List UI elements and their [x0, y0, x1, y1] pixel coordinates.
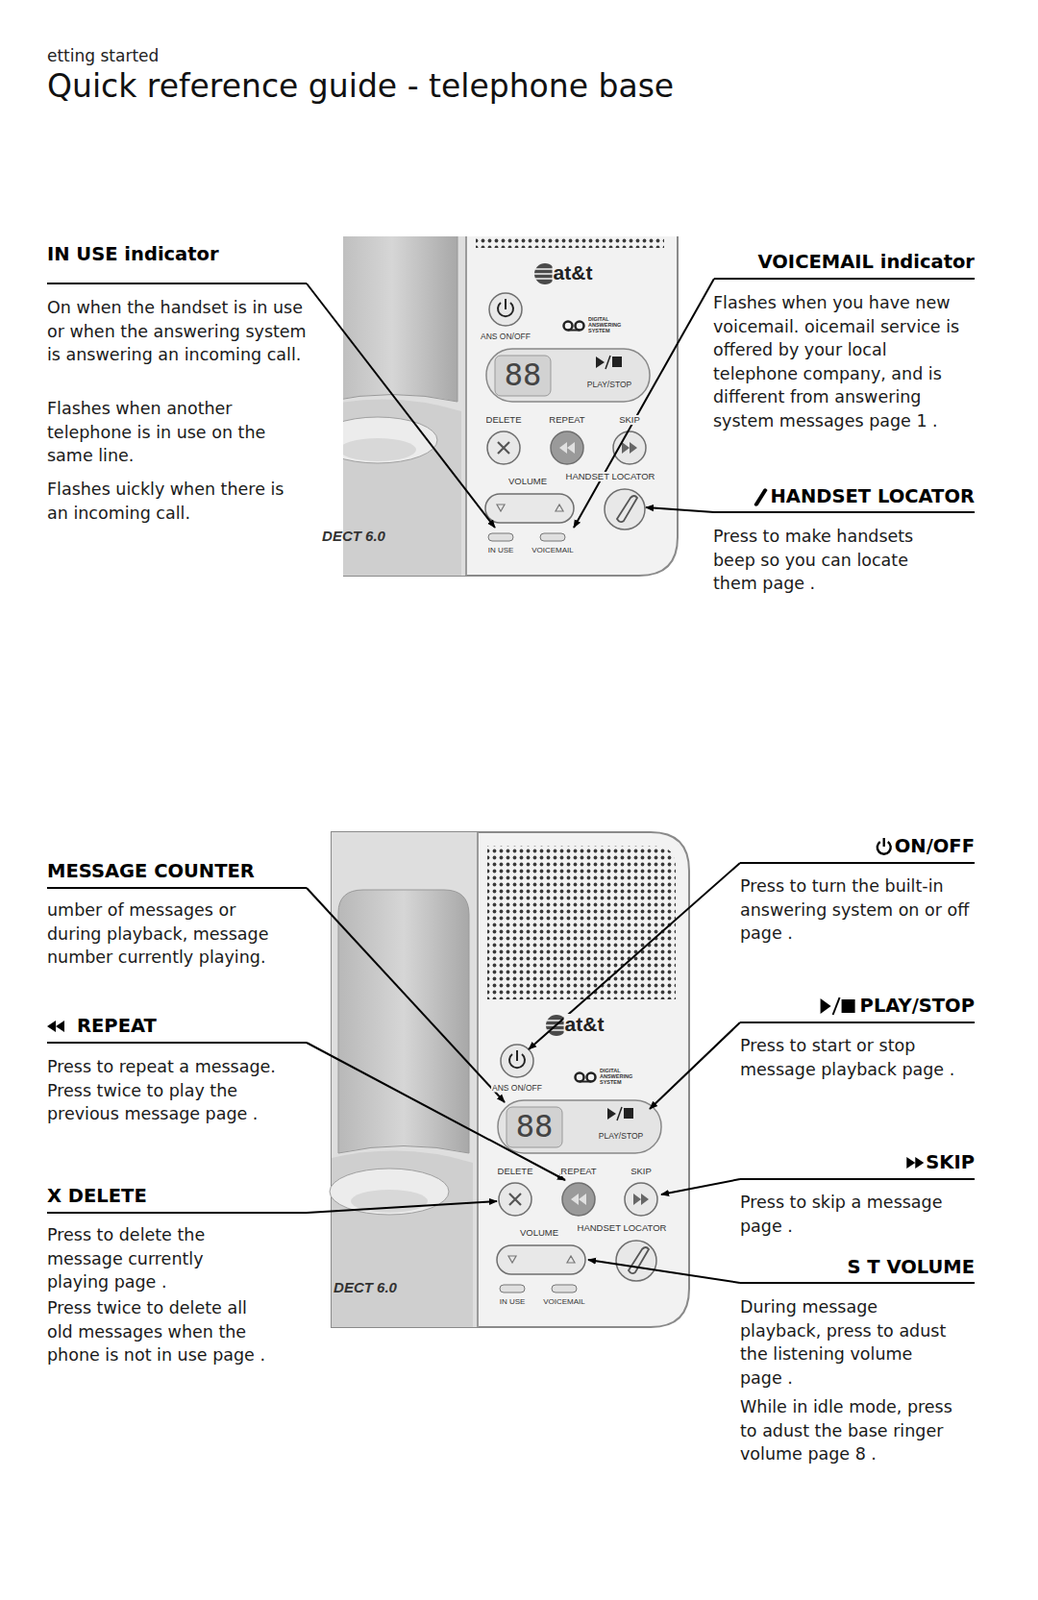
illustration-part: [740, 1282, 975, 1285]
callout-text: Press to turn the built-in answering sys…: [740, 874, 976, 946]
heading-icon: [754, 488, 768, 507]
callout-heading: X DELETE: [47, 1185, 148, 1209]
illustration-part: [47, 887, 307, 890]
illustration-part: [47, 282, 307, 285]
panel-label: DECT 6.0: [332, 1280, 398, 1296]
callout-text: Press to start or stop message playback …: [740, 1034, 957, 1082]
illustration-part: [661, 1179, 741, 1195]
callout-text: Flashes when you have new voicemail. oic…: [713, 291, 965, 433]
callout-heading: HANDSET LOCATOR: [770, 485, 975, 509]
illustration-part: [645, 507, 715, 513]
base-illustration-top: [343, 236, 678, 576]
callout-heading: SKIP: [925, 1151, 975, 1175]
callout-heading: VOICEMAIL indicator: [758, 250, 975, 274]
callout-text: While in idle mode, press to adust the b…: [740, 1395, 964, 1467]
panel-label: IN USE: [487, 546, 516, 555]
panel-label: VOLUME: [519, 1228, 560, 1238]
callout-heading: S T VOLUME: [846, 1256, 975, 1280]
panel-label: PLAY/STOP: [586, 380, 633, 390]
base-illustration-bottom: [329, 832, 690, 1328]
illustration-part: [306, 1201, 497, 1213]
illustration-part: [306, 283, 495, 528]
callout-text: Press to make handsets beep so you can l…: [713, 524, 944, 596]
illustration-part: [740, 1178, 975, 1181]
panel-label: SKIP: [617, 415, 642, 425]
illustration-part: [573, 278, 715, 528]
illustration-part: [649, 1022, 741, 1110]
panel-label: VOLUME: [507, 476, 548, 487]
panel-label: REPEAT: [559, 1166, 597, 1177]
illustration-part: [740, 862, 975, 865]
illustration-part: [343, 236, 678, 576]
panel-label: VOICEMAIL: [530, 546, 575, 555]
panel-label: DIGITAL ANSWERING SYSTEM: [598, 1068, 634, 1086]
panel-label: PLAY/STOP: [597, 1132, 644, 1141]
panel-label: VOICEMAIL: [542, 1298, 587, 1307]
callout-text: Press to delete the message currently pl…: [47, 1223, 257, 1295]
callout-heading: MESSAGE COUNTER: [47, 860, 255, 884]
leader-lines: [47, 278, 975, 1284]
callout-heading: PLAY/STOP: [860, 994, 975, 1018]
panel-label: ANS ON/OFF: [479, 332, 532, 342]
panel-label: at&t: [552, 262, 594, 284]
illustration-part: [714, 277, 975, 280]
panel-label: ANS ON/OFF: [491, 1084, 544, 1093]
illustration-part: [714, 511, 975, 514]
callout-text: Press twice to delete all old messages w…: [47, 1296, 271, 1368]
heading-icon: [906, 1157, 924, 1169]
illustration-part: [740, 1021, 975, 1024]
illustration-part: [47, 1211, 307, 1214]
illustration-part: [306, 1042, 566, 1181]
panel-label: 88: [515, 1111, 555, 1144]
callout-heading: REPEAT: [76, 1014, 157, 1038]
panel-label: HANDSET LOCATOR: [576, 1223, 668, 1234]
callout-heading: IN USE indicator: [47, 243, 220, 267]
page-title: Quick reference guide - telephone base: [47, 67, 674, 106]
panel-label: DIGITAL ANSWERING SYSTEM: [587, 317, 622, 334]
illustration-part: [528, 863, 741, 1050]
panel-label: at&t: [564, 1013, 606, 1036]
callout-text: umber of messages or during playback, me…: [47, 898, 296, 970]
heading-icon: [877, 838, 891, 855]
callout-text: Flashes uickly when there is an incoming…: [47, 477, 309, 525]
panel-label: DELETE: [496, 1166, 535, 1177]
illustration-part: [306, 888, 505, 1103]
callout-text: Flashes when another telephone is in use…: [47, 396, 309, 469]
callout-heading: ON/OFF: [894, 835, 975, 859]
panel-label: HANDSET LOCATOR: [565, 471, 657, 482]
panel-label: DECT 6.0: [321, 528, 387, 544]
section-name: etting started: [47, 45, 159, 67]
callout-text: During message playback, press to adust …: [740, 1295, 954, 1390]
callout-text: On when the handset is in use or when th…: [47, 296, 309, 368]
callout-text: Press to repeat a message. Press twice t…: [47, 1055, 299, 1127]
panel-label: SKIP: [629, 1166, 653, 1177]
panel-label: REPEAT: [547, 415, 586, 425]
panel-label: DELETE: [485, 415, 523, 425]
heading-icon: [820, 997, 856, 1015]
panel-label: 88: [503, 359, 544, 393]
heading-icon: [47, 1020, 65, 1033]
illustration-part: [588, 1260, 741, 1284]
panel-label: IN USE: [498, 1298, 527, 1307]
illustration-part: [47, 1041, 307, 1044]
callout-text: Press to skip a message page .: [740, 1190, 971, 1238]
